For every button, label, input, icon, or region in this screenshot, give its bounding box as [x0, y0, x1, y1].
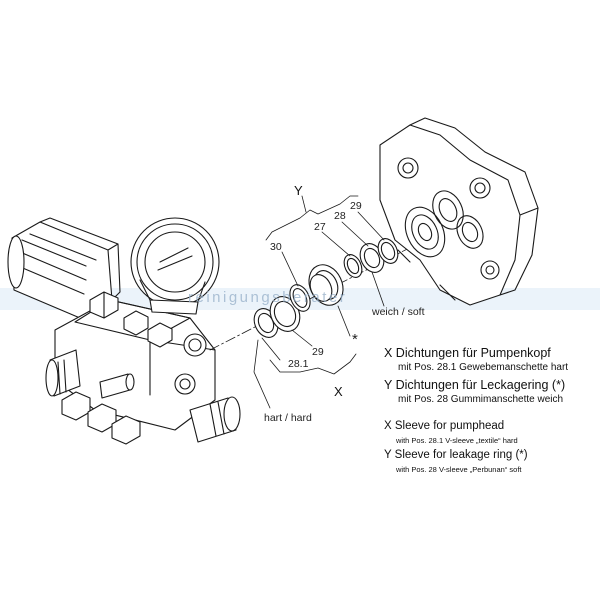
watermark-text: reinigungsberater [188, 289, 348, 306]
legend-y-de-detail: mit Pos. 28 Gummimanschette weich [398, 394, 564, 405]
legend-x-en-heading: X Sleeve for pumphead [384, 420, 505, 432]
legend-y-en-detail: with Pos. 28 V-sleeve „Perbunan“ soft [396, 465, 522, 474]
group-label-y: Y [294, 183, 303, 198]
legend-x-de-heading: X Dichtungen für Pumpenkopf [384, 346, 551, 360]
group-label-x: X [334, 384, 343, 399]
hard-label: hart / hard [264, 412, 312, 424]
leakage-ring-asterisk: * [352, 331, 358, 348]
legend-y-de-heading: Y Dichtungen für Leckagering (*) [384, 378, 566, 392]
part-label-28-1: 28.1 [288, 358, 309, 370]
legend-x-de-detail: mit Pos. 28.1 Gewebemanschette hart [398, 362, 569, 373]
pump-body [7, 217, 241, 445]
legend-x-en-detail: with Pos. 28.1 V-sleeve „textile“ hard [396, 436, 518, 445]
soft-label: weich / soft [372, 306, 425, 318]
part-label-29-top: 29 [350, 200, 362, 212]
part-label-30: 30 [270, 241, 282, 253]
part-label-27: 27 [314, 221, 326, 233]
part-label-29-bottom: 29 [312, 346, 324, 358]
part-label-28-top: 28 [334, 210, 346, 222]
legend-y-en-heading: Y Sleeve for leakage ring (*) [384, 449, 528, 461]
pump-head [379, 117, 539, 306]
seal-rings [253, 238, 399, 338]
leader-lines [253, 195, 385, 409]
